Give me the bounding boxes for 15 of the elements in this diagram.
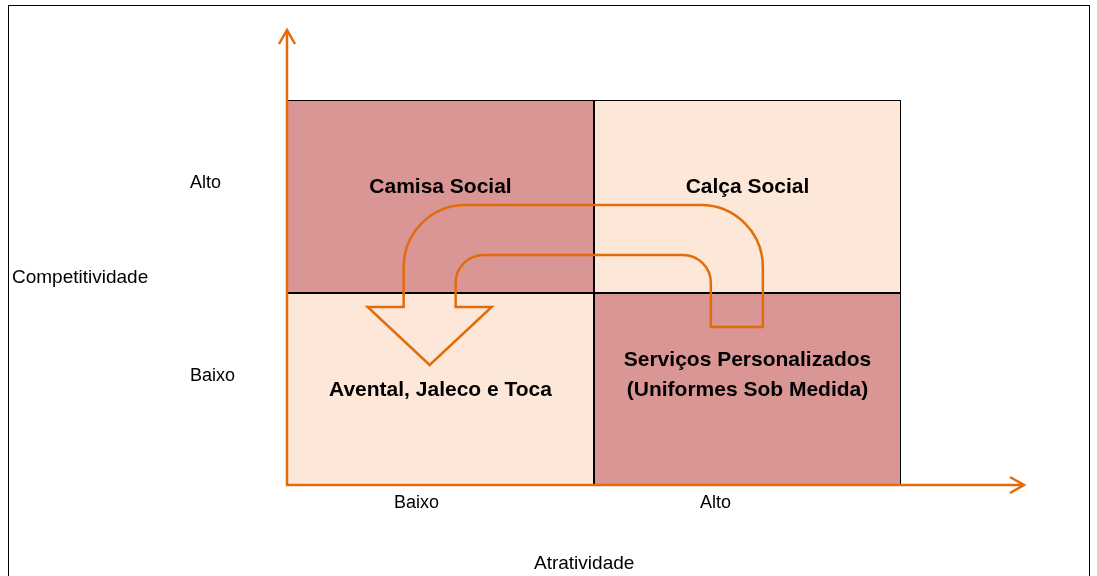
axis-label: Alto	[700, 492, 732, 513]
matrix-cell	[287, 293, 594, 486]
matrix-cell	[287, 100, 594, 293]
axis-label: Baixo	[394, 492, 440, 513]
axis-title: Competitividade	[12, 266, 149, 288]
cell-label: Camisa Social	[369, 173, 512, 199]
cell-label: Avental, Jaleco e Toca	[329, 376, 552, 402]
matrix-cell	[594, 100, 901, 293]
axis-title: Atratividade	[534, 552, 635, 574]
matrix-cell	[594, 293, 901, 486]
u-turn-arrow	[366, 203, 765, 367]
cell-label: Calça Social	[685, 173, 810, 199]
axis-label: Baixo	[190, 365, 236, 386]
axis-label: Alto	[190, 172, 222, 193]
cell-label: Serviços Personalizados (Uniformes Sob Medida)	[622, 346, 873, 403]
